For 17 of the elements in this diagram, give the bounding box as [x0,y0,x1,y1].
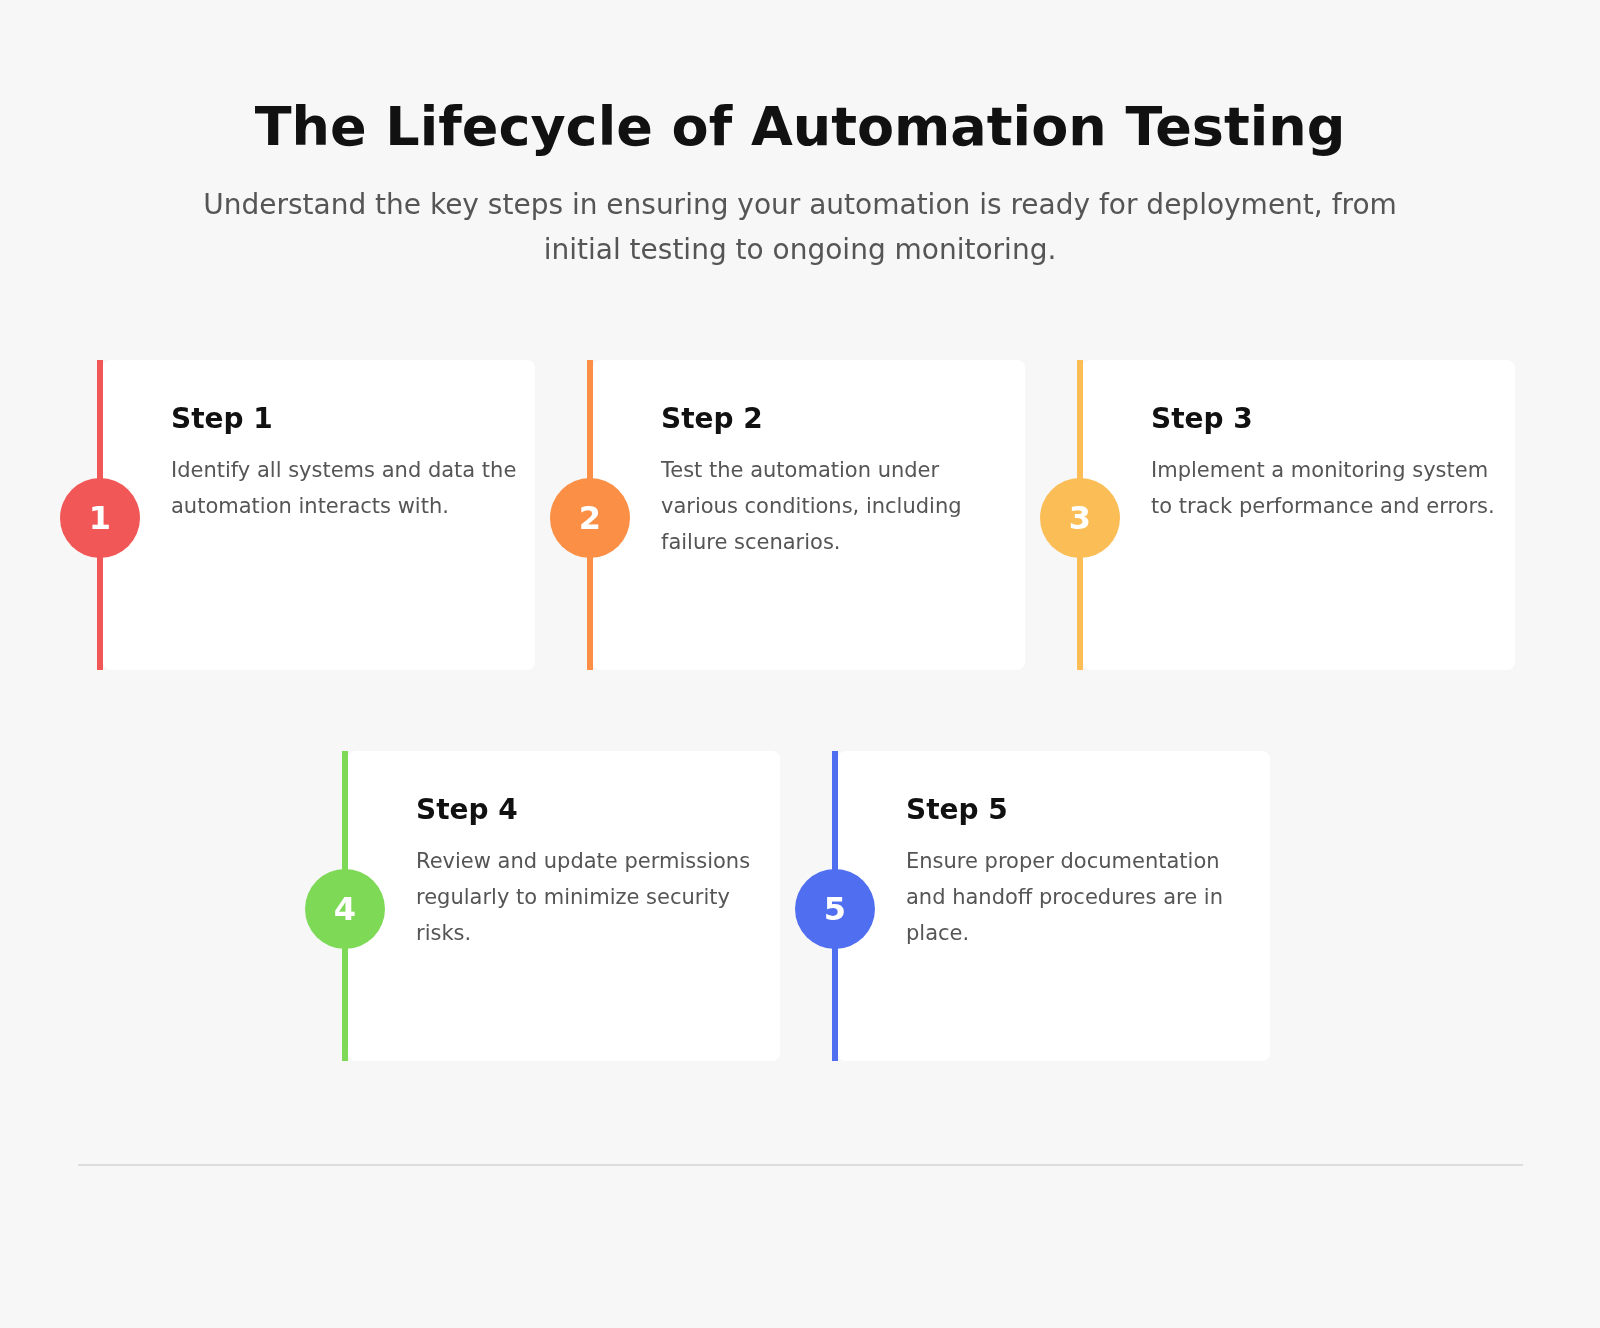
step-heading: Step 5 [906,793,1008,826]
subtitle: Understand the key steps in ensuring your automation is ready for deployment, from initial testing to ongoing monitoring. [202,187,1398,268]
step-number-badge: 2 [550,478,630,558]
step-heading: Step 2 [661,402,763,435]
step-number-badge: 5 [795,869,875,949]
step-description: Review and update permissions regularly to minimize security risks. [416,848,752,947]
step-description: Ensure proper documentation and handoff procedures are in place. [906,848,1224,947]
step-heading: Step 1 [171,402,273,435]
step-number-badge: 3 [1040,478,1120,558]
step-number-badge: 4 [305,869,385,949]
step-number-badge: 1 [60,478,140,558]
step-description: Test the automation under various conditions, including failure scenarios. [661,457,963,556]
step-heading: Step 3 [1151,402,1253,435]
step-heading: Step 4 [416,793,518,826]
step-description: Implement a monitoring system to track performance and errors. [1151,457,1496,520]
title: The Lifecycle of Automation Testing [253,95,1347,158]
step-description: Identify all systems and data the automation interacts with. [171,457,518,520]
